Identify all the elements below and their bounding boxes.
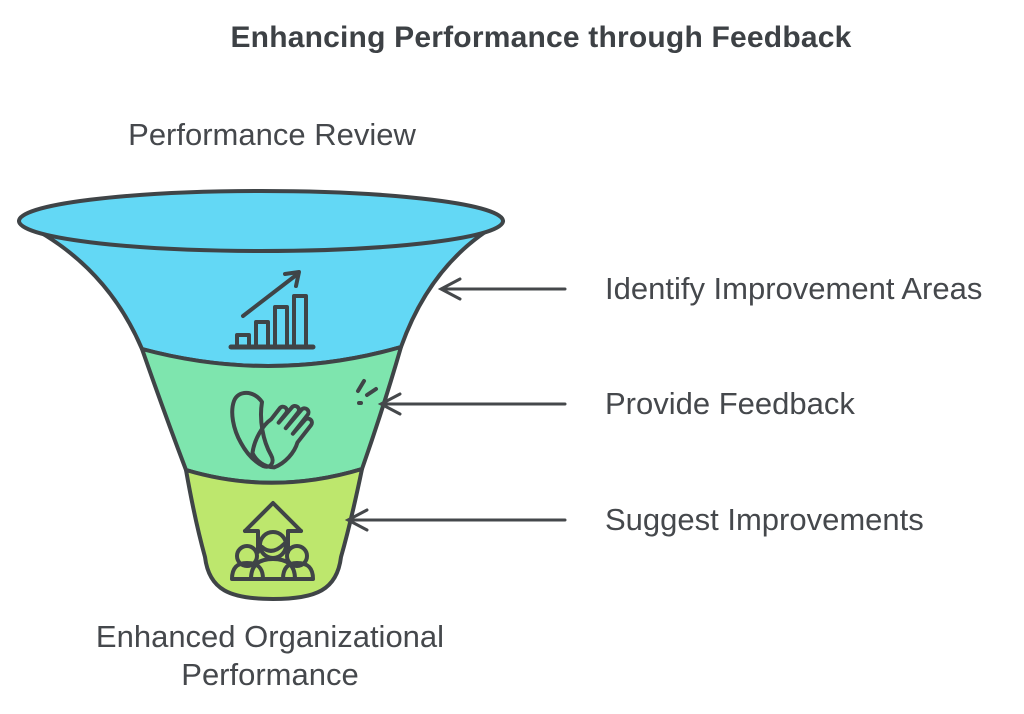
growth-chart-icon [228,270,316,350]
funnel-output-label-line2: Performance [181,657,359,692]
team-improvement-icon [230,501,315,581]
connector-arrow-suggest [344,508,567,532]
connector-arrow-identify [437,277,567,301]
funnel-rim [17,189,505,253]
funnel-section-middle [140,345,403,485]
stage-label-identify-improvement-areas: Identify Improvement Areas [605,271,983,306]
stage-label-suggest-improvements: Suggest Improvements [605,502,924,537]
funnel-input-label: Performance Review [128,117,416,152]
funnel-output-label-line1: Enhanced Organizational [95,619,445,654]
diagram-title: Enhancing Performance through Feedback [230,21,852,54]
stage-label-provide-feedback: Provide Feedback [605,386,855,421]
clapping-hands-icon [230,379,378,470]
connector-arrow-feedback [377,392,567,416]
funnel-output-label: Enhanced Organizational Performance [70,618,470,694]
